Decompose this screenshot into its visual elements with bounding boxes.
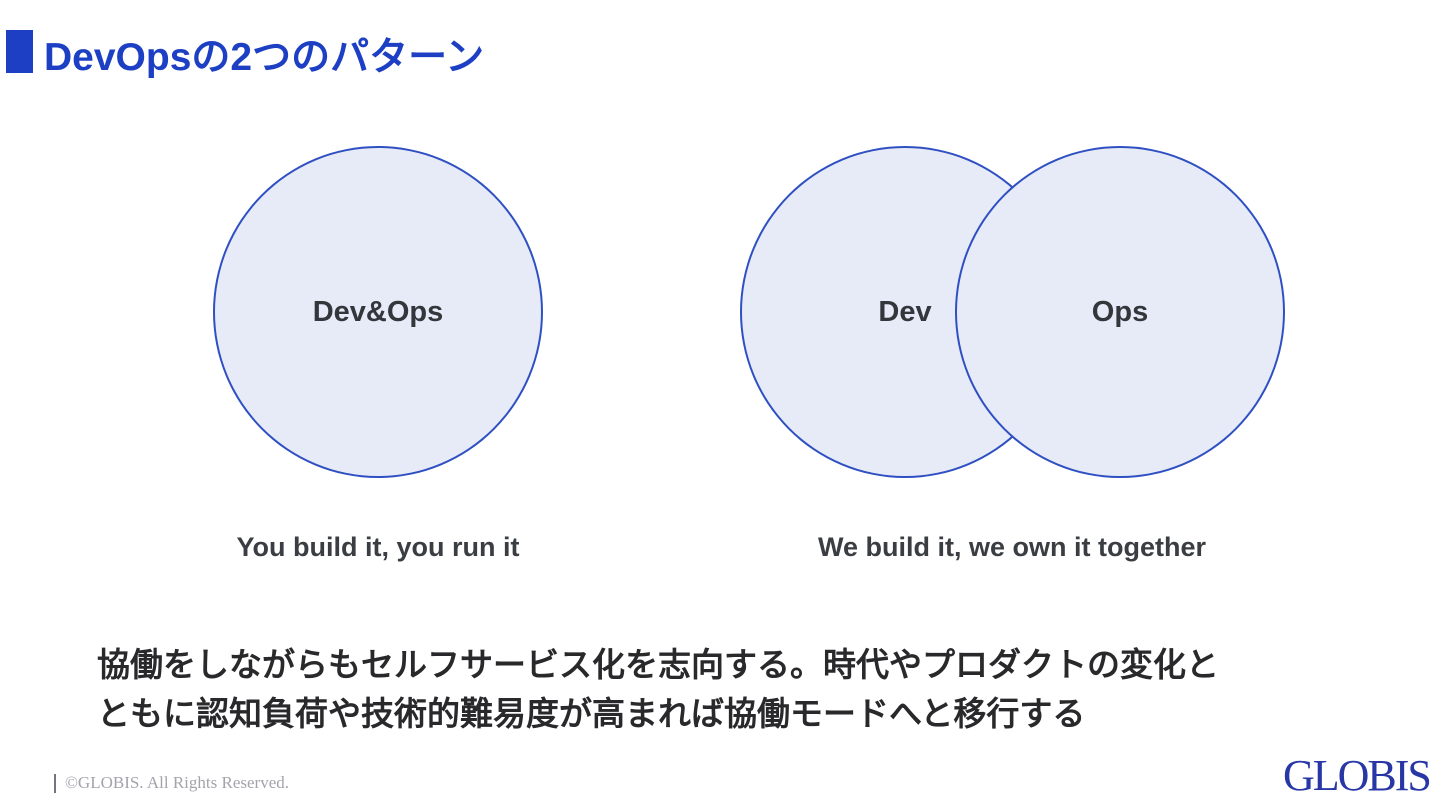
globis-logo: GLOBIS (1283, 751, 1432, 800)
caption-we-build-it: We build it, we own it together (818, 532, 1206, 562)
caption-you-build-it: You build it, you run it (236, 532, 520, 562)
body-text-line1: 協働をしながらもセルフサービス化を志向する。時代やプロダクトの変化と (97, 646, 1219, 683)
body-text: 協働をしながらもセルフサービス化を志向する。時代やプロダクトの変化と ともに認知… (97, 640, 1219, 738)
venn-circle-ops (955, 146, 1285, 478)
circle-label-devops: Dev&Ops (312, 296, 444, 328)
footer-copyright: ©GLOBIS. All Rights Reserved. (65, 773, 289, 792)
circle-label-ops: Ops (1091, 296, 1149, 328)
footer-divider (54, 773, 56, 793)
circle-label-dev: Dev (878, 296, 932, 328)
footer: ©GLOBIS. All Rights Reserved. (54, 773, 289, 793)
page-title: DevOpsの2つのパターン (44, 36, 485, 79)
venn-circle-devops (213, 146, 543, 478)
body-text-line2: ともに認知負荷や技術的難易度が高まれば協働モードへと移行する (97, 695, 1086, 732)
title-accent-bar (6, 30, 33, 73)
